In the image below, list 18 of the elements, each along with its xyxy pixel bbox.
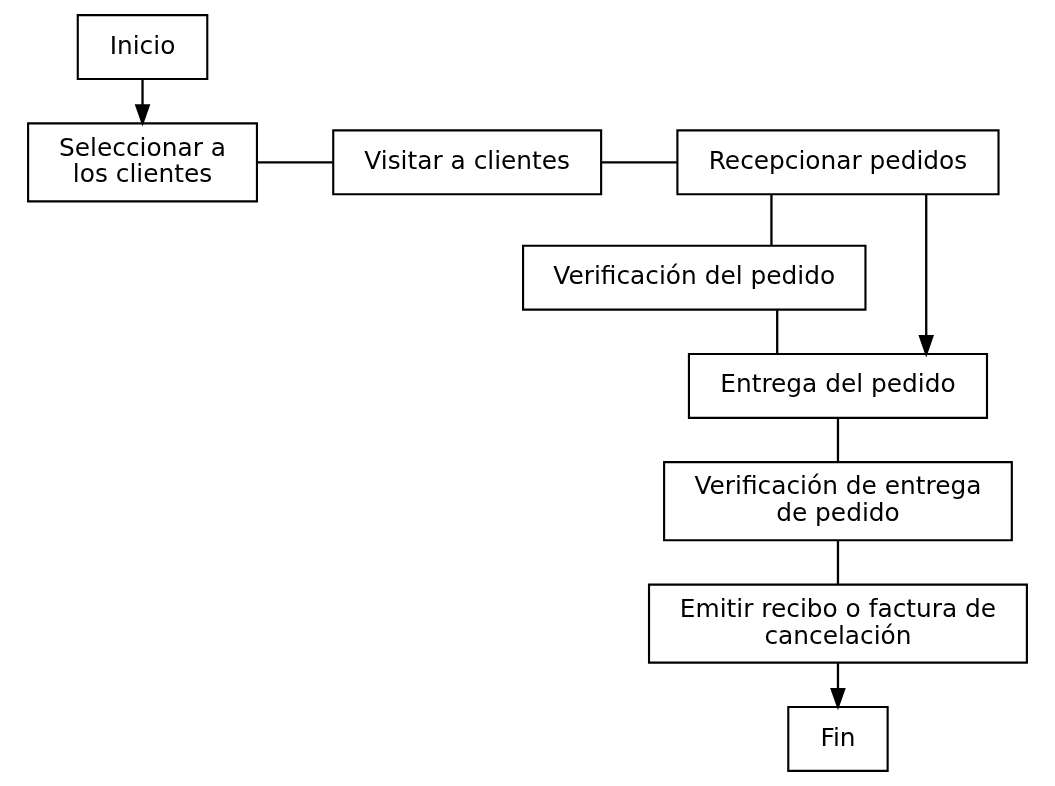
connector bbox=[601, 161, 677, 164]
node-box: Visitar a clientes bbox=[332, 129, 603, 196]
connector bbox=[257, 161, 334, 164]
node-box: Fin bbox=[787, 705, 889, 772]
node-box: Verificación de entrega de pedido bbox=[663, 461, 1013, 542]
connector bbox=[770, 194, 773, 246]
node-box: Emitir recibo o factura de cancelación bbox=[647, 583, 1028, 664]
connector bbox=[776, 310, 779, 354]
arrow bbox=[830, 662, 846, 711]
node-box: Recepcionar pedidos bbox=[676, 129, 1000, 196]
connector bbox=[836, 418, 840, 462]
node-box: Entrega del pedido bbox=[687, 352, 989, 419]
node-box: Inicio bbox=[76, 14, 209, 81]
arrow bbox=[918, 194, 935, 358]
node-box: Seleccionar a los clientes bbox=[27, 122, 258, 203]
connector bbox=[836, 540, 840, 585]
node-box: Verificación del pedido bbox=[522, 244, 867, 311]
arrow bbox=[134, 79, 151, 127]
